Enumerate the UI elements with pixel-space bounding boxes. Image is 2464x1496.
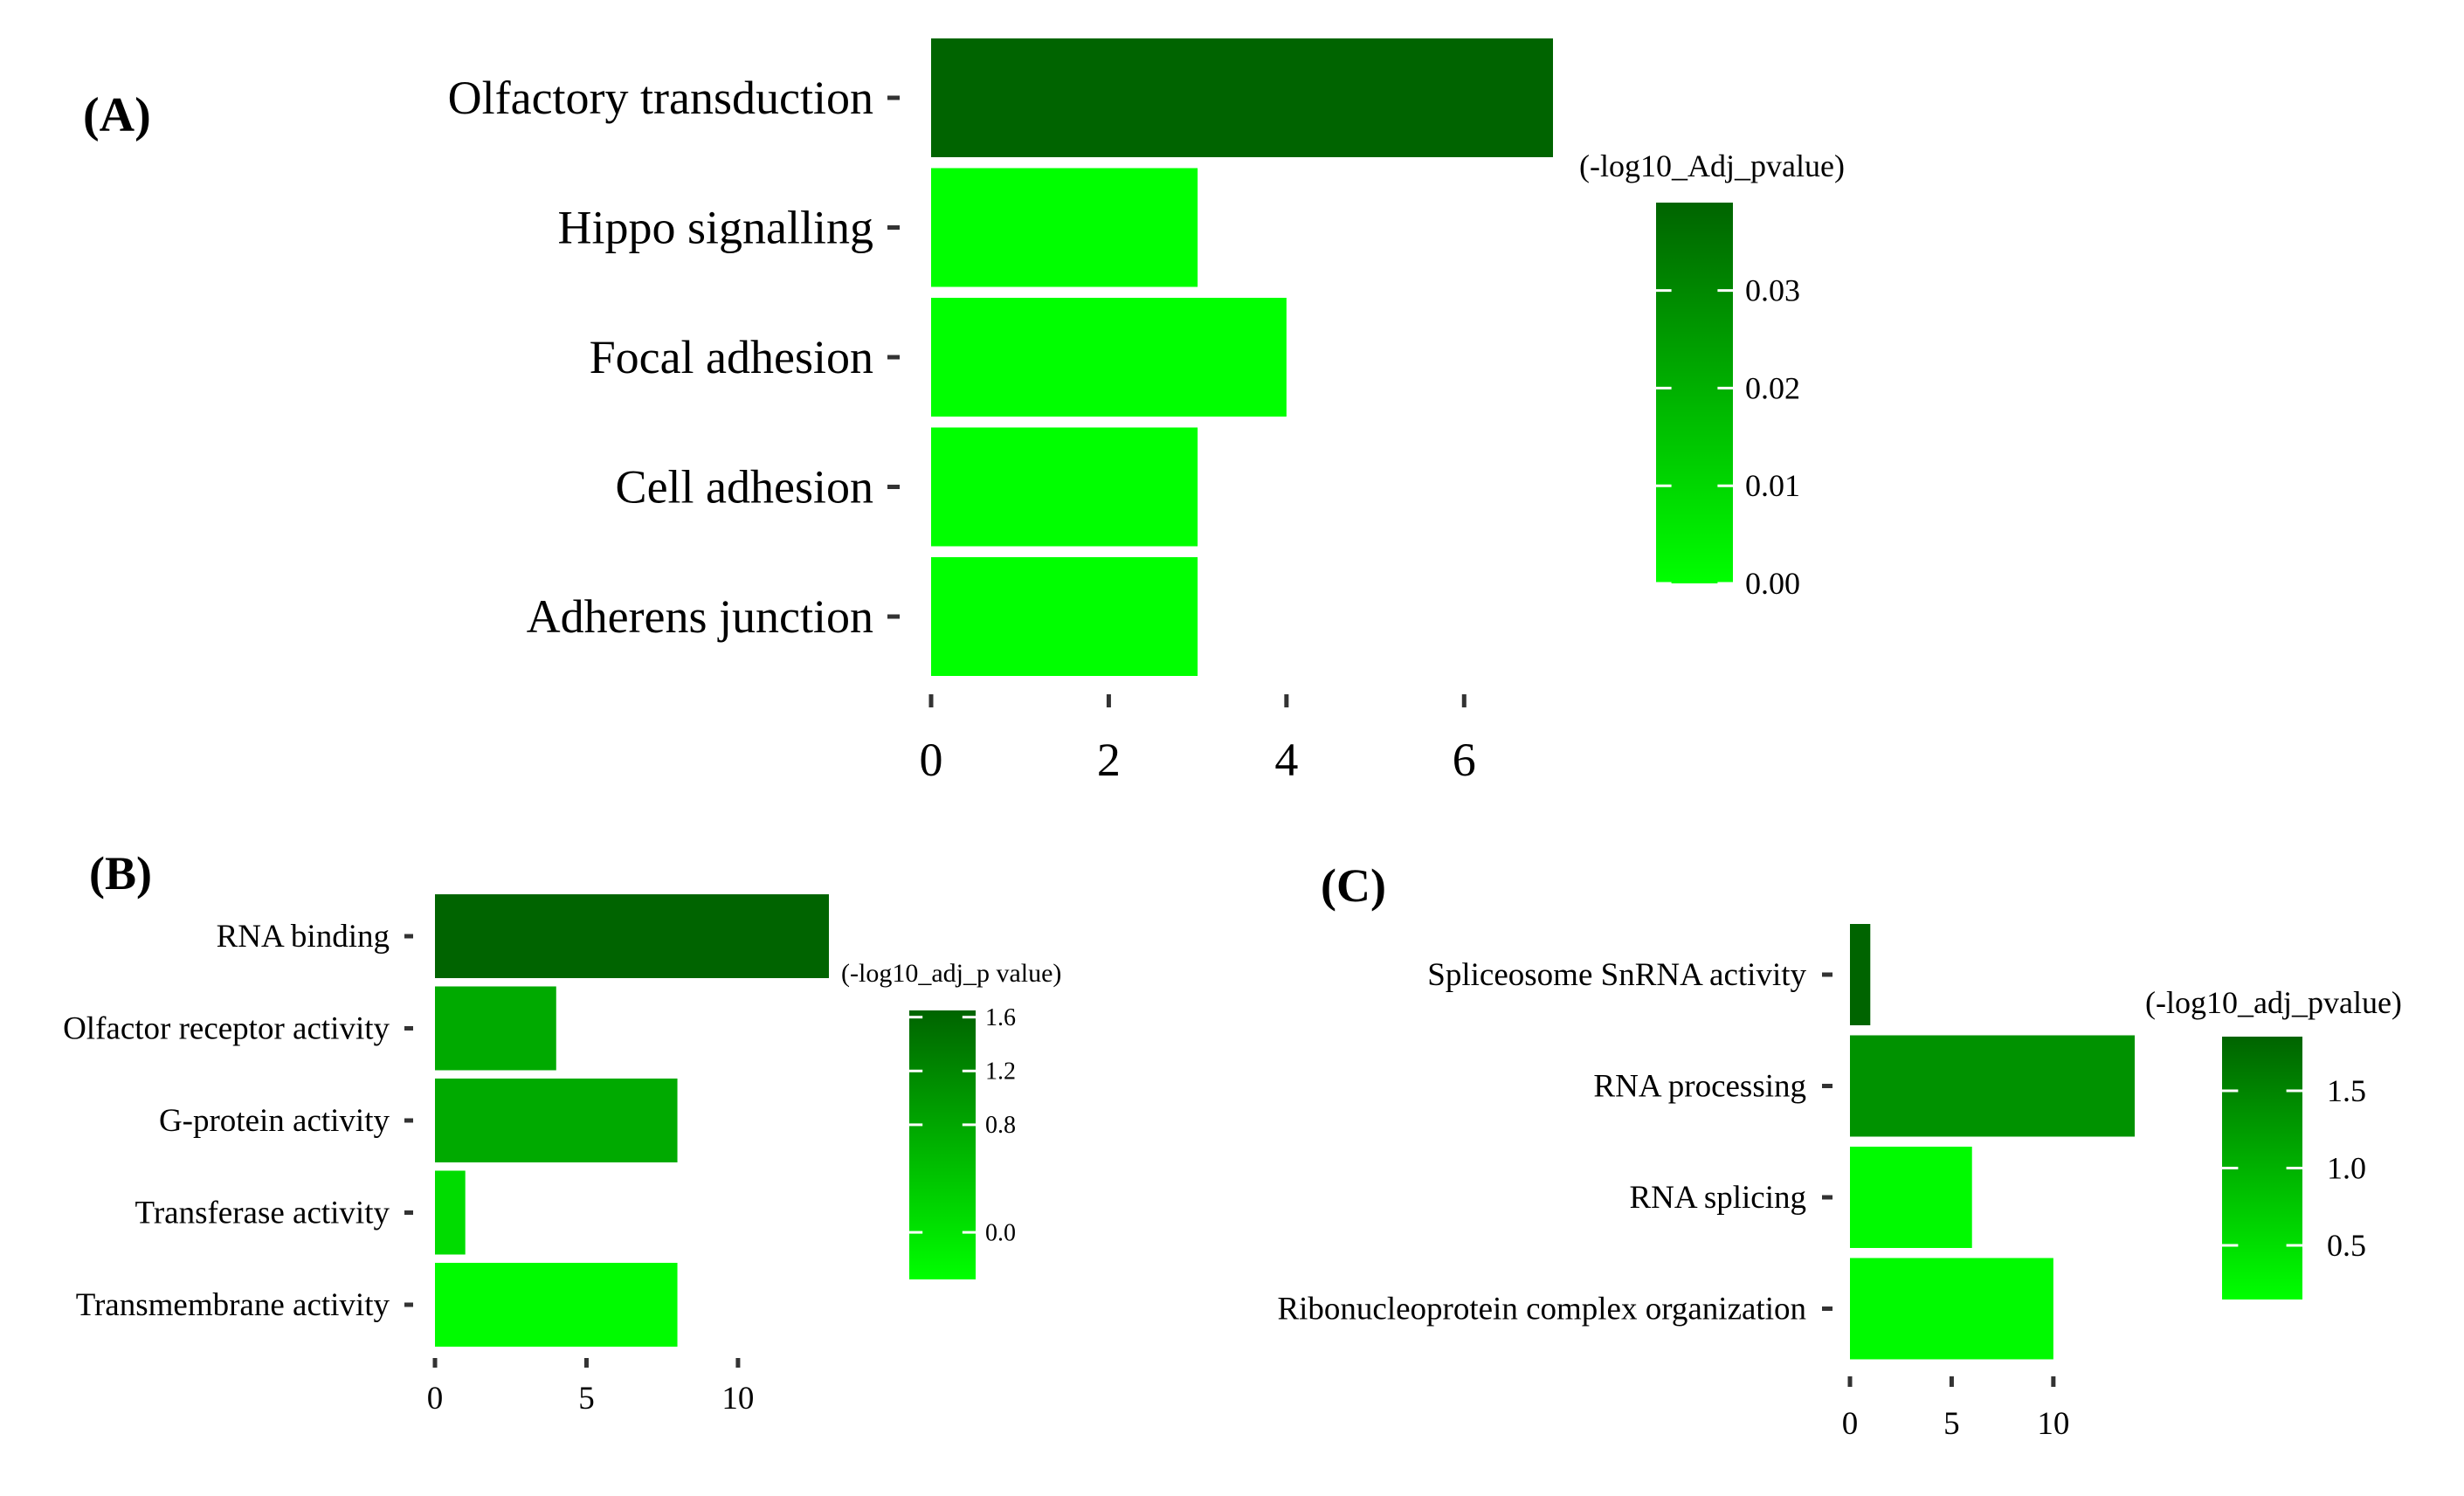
x-tick-label: 6 xyxy=(1453,734,1476,786)
legend-tick-label: 0.03 xyxy=(1745,272,1800,307)
x-tick-label: 4 xyxy=(1274,734,1298,786)
legend-colorbar xyxy=(909,1010,976,1279)
bar xyxy=(931,557,1198,676)
legend-tick-label: 1.6 xyxy=(985,1004,1016,1031)
legend-tick-label: 1.0 xyxy=(2327,1150,2366,1185)
x-tick-label: 0 xyxy=(1842,1406,1859,1442)
bar xyxy=(435,986,556,1071)
x-tick-label: 2 xyxy=(1097,734,1121,786)
legend-title: (-log10_Adj_pvalue) xyxy=(1579,148,1845,183)
bar xyxy=(1850,924,1871,1025)
x-tick-label: 5 xyxy=(578,1381,595,1417)
panel-label: (A) xyxy=(83,88,151,142)
bar xyxy=(931,427,1198,547)
category-label: Transmembrane activity xyxy=(76,1287,390,1323)
panel-label: (C) xyxy=(1321,859,1386,912)
bar xyxy=(435,1263,678,1347)
category-label: RNA binding xyxy=(217,919,390,955)
category-label: G-protein activity xyxy=(159,1103,390,1139)
category-label: Spliceosome SnRNA activity xyxy=(1427,957,1806,993)
category-label: Cell adhesion xyxy=(616,461,873,514)
category-label: RNA processing xyxy=(1593,1069,1806,1105)
category-label: Transferase activity xyxy=(135,1196,390,1231)
x-tick-label: 5 xyxy=(1943,1406,1960,1442)
bar xyxy=(1850,1035,2135,1137)
legend-colorbar xyxy=(1656,203,1733,583)
legend-tick-label: 0.8 xyxy=(985,1112,1016,1139)
category-label: Hippo signalling xyxy=(558,202,874,254)
category-label: Focal adhesion xyxy=(590,331,873,383)
category-label: RNA splicing xyxy=(1630,1180,1807,1216)
panel-label: (B) xyxy=(89,847,152,900)
category-label: Olfactor receptor activity xyxy=(63,1011,390,1047)
legend-tick-label: 0.5 xyxy=(2327,1228,2366,1263)
bar xyxy=(435,894,829,978)
category-label: Olfactory transduction xyxy=(448,72,873,124)
legend-tick-label: 0.00 xyxy=(1745,566,1800,601)
legend-tick-label: 1.5 xyxy=(2327,1073,2366,1108)
x-tick-label: 0 xyxy=(920,734,943,786)
bar xyxy=(1850,1147,1972,1248)
bar xyxy=(1850,1258,2053,1360)
bar xyxy=(931,168,1198,287)
x-tick-label: 0 xyxy=(427,1381,444,1417)
bar xyxy=(931,298,1287,417)
category-label: Ribonucleoprotein complex organization xyxy=(1277,1292,1806,1327)
legend-tick-label: 0.0 xyxy=(985,1219,1016,1246)
legend-tick-label: 0.02 xyxy=(1745,370,1800,405)
x-tick-label: 10 xyxy=(721,1381,754,1417)
bar xyxy=(931,38,1553,157)
bar xyxy=(435,1079,678,1162)
bar xyxy=(435,1170,466,1255)
legend-tick-label: 0.01 xyxy=(1745,468,1800,503)
category-label: Adherens junction xyxy=(527,590,873,643)
x-tick-label: 10 xyxy=(2037,1406,2069,1442)
legend-title: (-log10_adj_p value) xyxy=(841,959,1061,988)
legend-tick-label: 1.2 xyxy=(985,1058,1016,1086)
legend-title: (-log10_adj_pvalue) xyxy=(2145,985,2402,1020)
